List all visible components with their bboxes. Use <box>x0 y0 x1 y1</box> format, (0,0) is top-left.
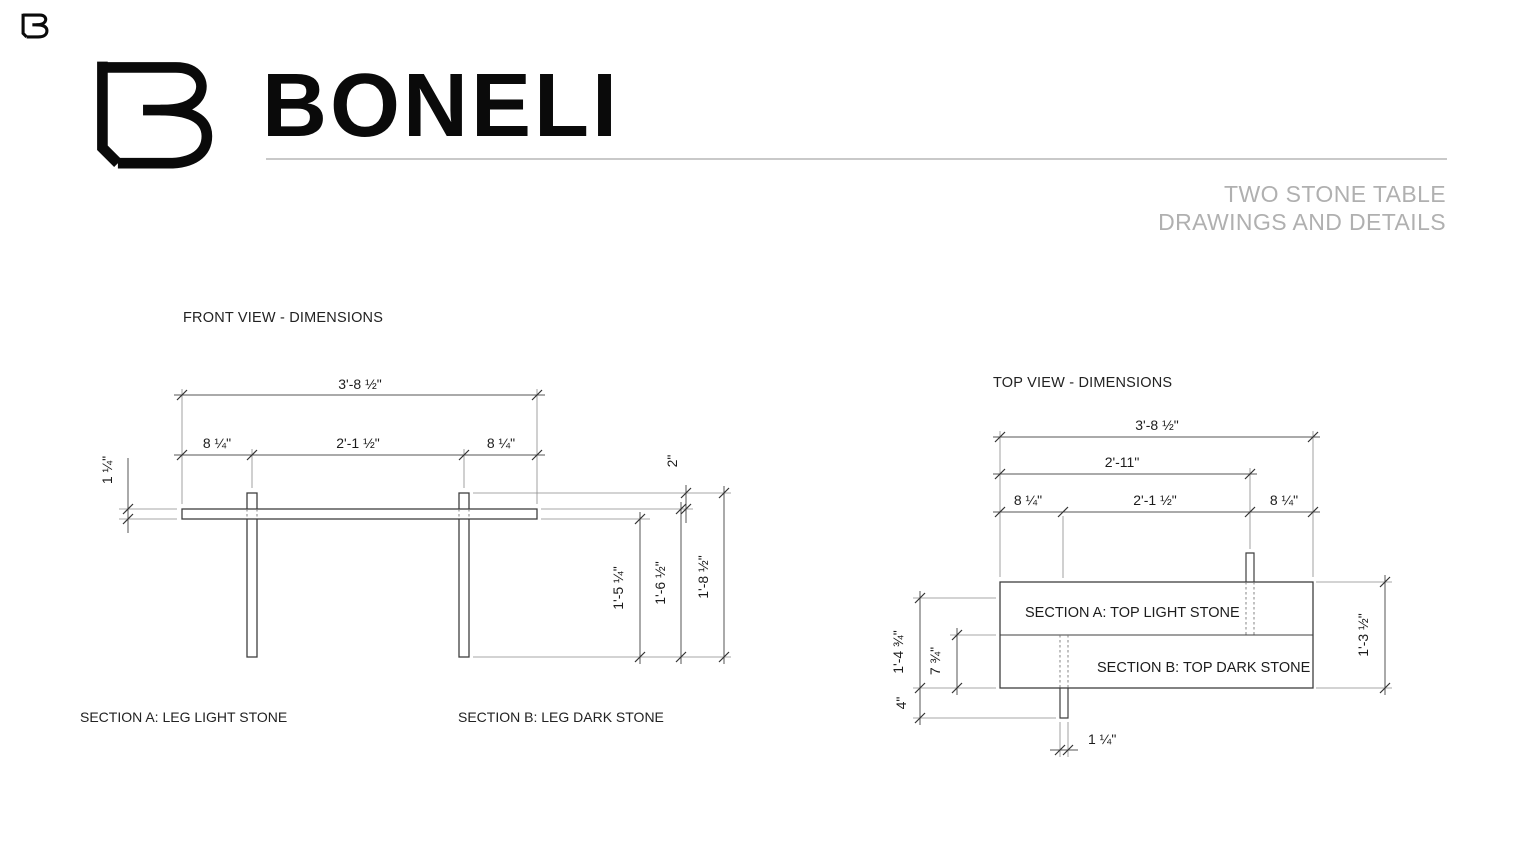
top-view-drawing: SECTION A: TOP LIGHT STONE SECTION B: TO… <box>890 417 1392 757</box>
top-dim-overall-depth: 1'-3 ½" <box>1355 613 1371 656</box>
front-left-leg <box>246 492 258 658</box>
header-divider <box>266 158 1447 160</box>
front-dim-overall-leg-height: 1'-8 ½" <box>695 555 711 598</box>
front-section-a-label: SECTION A: LEG LIGHT STONE <box>80 709 288 725</box>
front-dim-overall-width: 3'-8 ½" <box>338 376 381 392</box>
top-extension-lines <box>913 431 1392 757</box>
front-dim-left-overhang: 8 ¼" <box>203 435 231 451</box>
front-table-top <box>181 508 538 520</box>
subtitle-line-1: TWO STONE TABLE <box>1224 181 1446 207</box>
front-view-drawing: 3'-8 ½" 8 ¼" 2'-1 ½" 8 ¼" 1 ¼" 2" 1'-5 ¼… <box>99 376 731 664</box>
front-dim-leg-spacing: 2'-1 ½" <box>336 435 379 451</box>
document-subtitle: TWO STONE TABLE DRAWINGS AND DETAILS <box>1158 180 1446 236</box>
subtitle-line-2: DRAWINGS AND DETAILS <box>1158 209 1446 235</box>
front-dim-underside-height: 1'-6 ½" <box>652 561 668 604</box>
front-dim-leg-below-top: 1'-5 ¼" <box>610 566 626 609</box>
front-dim-right-overhang: 8 ¼" <box>487 435 515 451</box>
top-dim-right-offset: 8 ¼" <box>1270 492 1298 508</box>
top-section-a-label: SECTION A: TOP LIGHT STONE <box>1025 605 1240 621</box>
top-dim-left-offset: 8 ¼" <box>1014 492 1042 508</box>
front-view-title: FRONT VIEW - DIMENSIONS <box>183 310 384 326</box>
front-table-geometry <box>181 492 538 658</box>
front-right-leg <box>458 492 470 658</box>
front-dim-top-thickness: 1 ¼" <box>99 456 115 484</box>
boneli-logo-icon <box>97 61 213 169</box>
corner-boneli-mark-icon <box>21 13 49 39</box>
front-dimension-ticks <box>122 389 730 663</box>
front-dimension-lines <box>127 394 725 664</box>
top-view-title: TOP VIEW - DIMENSIONS <box>993 375 1173 391</box>
brand-wordmark: BONELI <box>262 56 621 156</box>
top-right-leg-section <box>1245 552 1255 582</box>
front-dim-leg-above-top: 2" <box>664 455 680 468</box>
top-section-b-label: SECTION B: TOP DARK STONE <box>1097 660 1311 676</box>
front-section-b-label: SECTION B: LEG DARK STONE <box>458 709 664 725</box>
top-dim-light-stone-width: 2'-11" <box>1105 454 1140 470</box>
top-dimension-lines <box>919 436 1386 751</box>
top-dim-leg-extension: 4" <box>893 697 909 710</box>
top-hidden-edges <box>1059 582 1255 688</box>
front-hidden-edges <box>246 509 470 519</box>
front-extension-lines <box>119 389 731 658</box>
top-dim-left-total-depth: 1'-4 ¾" <box>890 630 906 673</box>
top-bottom-leg-section <box>1059 688 1069 719</box>
top-dim-leg-width: 1 ¼" <box>1088 731 1116 747</box>
top-dim-overall-width: 3'-8 ½" <box>1135 417 1178 433</box>
top-leg-sections <box>1059 552 1255 719</box>
top-dim-leg-spacing: 2'-1 ½" <box>1133 492 1176 508</box>
top-dim-dark-stone-depth: 7 ¾" <box>927 647 943 675</box>
